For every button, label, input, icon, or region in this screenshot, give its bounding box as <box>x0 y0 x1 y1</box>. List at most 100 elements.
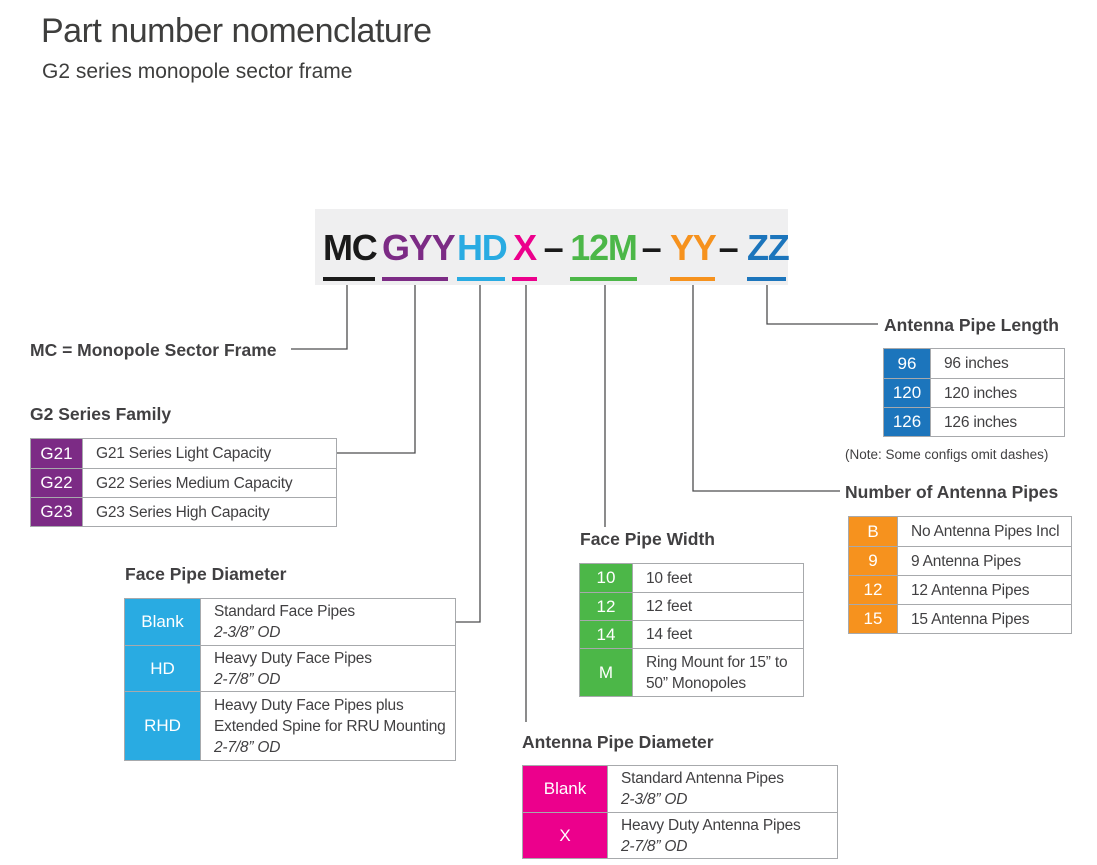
hd-connector <box>456 276 481 623</box>
table-row: Blank Standard Face Pipes 2-3/8” OD <box>125 599 455 645</box>
table-row: 12 12 feet <box>580 592 803 620</box>
antenna-pipes-count-title: Number of Antenna Pipes <box>845 482 1059 502</box>
value-cell: 15 Antenna Pipes <box>898 605 1071 633</box>
mc-meaning-label: MC = Monopole Sector Frame <box>30 340 277 360</box>
key-cell: G21 <box>31 439 83 468</box>
gyy-connector <box>337 276 416 454</box>
value-cell: 10 feet <box>633 564 803 592</box>
value-text: 12 feet <box>646 598 693 615</box>
value-cell: 96 inches <box>931 349 1064 378</box>
part-segment-mc: MC <box>323 220 378 281</box>
mc-connector <box>291 276 348 350</box>
g2-family-table: G21 G21 Series Light Capacity G22 G22 Se… <box>30 438 337 527</box>
antenna-pipe-length-table: 96 96 inches 120 120 inches 126 126 inch… <box>883 348 1065 437</box>
value-cell: G23 Series High Capacity <box>83 498 336 526</box>
part-segment-text: 12M <box>570 220 638 281</box>
part-segment-text: HD <box>457 220 508 281</box>
value-text: 96 inches <box>944 355 1009 372</box>
table-row: 15 15 Antenna Pipes <box>849 604 1071 633</box>
key-cell: X <box>523 813 608 858</box>
table-row: 120 120 inches <box>884 378 1064 407</box>
value-cell: Ring Mount for 15” to 50” Monopoles <box>633 649 803 696</box>
face-pipe-diameter-title: Face Pipe Diameter <box>125 564 287 584</box>
value-cell: Heavy Duty Face Pipes plus Extended Spin… <box>201 692 455 760</box>
key-cell: HD <box>125 646 201 691</box>
part-segment-text: X <box>512 220 537 281</box>
value-text: Standard Face Pipes <box>214 603 355 620</box>
table-row: 9 9 Antenna Pipes <box>849 546 1071 575</box>
part-segment-dash: – <box>641 220 662 281</box>
value-cell: Standard Face Pipes 2-3/8” OD <box>201 599 455 645</box>
table-row: HD Heavy Duty Face Pipes 2-7/8” OD <box>125 645 455 691</box>
part-segment-text: – <box>641 227 662 268</box>
part-segment-dash: – <box>718 220 739 281</box>
value-text: Ring Mount for 15” to 50” Monopoles <box>646 653 788 692</box>
value-text: Standard Antenna Pipes <box>621 770 784 787</box>
key-cell: Blank <box>125 599 201 645</box>
value-cell: 12 feet <box>633 593 803 620</box>
value-subtext: 2-7/8” OD <box>214 670 281 688</box>
part-segment-gyy: GYY <box>382 220 456 281</box>
part-segment-12m: 12M <box>570 220 638 281</box>
table-row: G21 G21 Series Light Capacity <box>31 439 336 468</box>
part-segment-text: MC <box>323 220 378 281</box>
antenna-pipe-length-title: Antenna Pipe Length <box>884 315 1059 335</box>
value-text: G22 Series Medium Capacity <box>96 474 293 492</box>
part-segment-zz: ZZ <box>747 220 790 281</box>
table-row: M Ring Mount for 15” to 50” Monopoles <box>580 648 803 696</box>
value-text: 126 inches <box>944 413 1017 431</box>
value-text: 12 Antenna Pipes <box>911 581 1030 599</box>
key-cell: 9 <box>849 547 898 575</box>
key-cell: 12 <box>580 593 633 620</box>
part-segment-hd: HD <box>457 220 508 281</box>
value-cell: 126 inches <box>931 408 1064 436</box>
part-segment-yy: YY <box>670 220 717 281</box>
page-subtitle: G2 series monopole sector frame <box>42 60 353 83</box>
table-row: X Heavy Duty Antenna Pipes 2-7/8” OD <box>523 812 837 858</box>
g2-family-title: G2 Series Family <box>30 404 172 424</box>
key-cell: G23 <box>31 498 83 526</box>
key-cell: RHD <box>125 692 201 760</box>
face-pipe-width-table: 10 10 feet 12 12 feet 14 14 feet M Ring … <box>579 563 804 697</box>
value-text: 10 feet <box>646 569 693 587</box>
antenna-pipe-diameter-table: Blank Standard Antenna Pipes 2-3/8” OD X… <box>522 765 838 859</box>
part-segment-text: GYY <box>382 220 456 281</box>
table-row: RHD Heavy Duty Face Pipes plus Extended … <box>125 691 455 760</box>
value-cell: 14 feet <box>633 621 803 648</box>
table-row: 10 10 feet <box>580 564 803 592</box>
part-segment-dash: – <box>543 220 564 281</box>
key-cell: 10 <box>580 564 633 592</box>
face-pipe-width-title: Face Pipe Width <box>580 529 716 549</box>
table-row: 12 12 Antenna Pipes <box>849 575 1071 604</box>
value-text: No Antenna Pipes Incl <box>911 523 1060 540</box>
value-text: 14 feet <box>646 626 693 643</box>
part-segment-text: ZZ <box>747 220 790 281</box>
part-segment-text: – <box>718 227 739 268</box>
table-row: G23 G23 Series High Capacity <box>31 497 336 526</box>
value-cell: Standard Antenna Pipes 2-3/8” OD <box>608 766 837 812</box>
value-text: G23 Series High Capacity <box>96 503 270 521</box>
table-row: 96 96 inches <box>884 349 1064 378</box>
value-subtext: 2-3/8” OD <box>621 791 688 808</box>
part-segment-text: YY <box>670 220 717 281</box>
value-cell: G21 Series Light Capacity <box>83 439 336 468</box>
part-segment-x: X <box>512 220 537 281</box>
value-cell: 9 Antenna Pipes <box>898 547 1071 575</box>
value-subtext: 2-7/8” OD <box>621 837 688 855</box>
value-cell: G22 Series Medium Capacity <box>83 469 336 497</box>
value-text: 15 Antenna Pipes <box>911 610 1030 628</box>
page-title: Part number nomenclature <box>41 12 432 50</box>
value-text: 9 Antenna Pipes <box>911 552 1021 570</box>
value-text: Heavy Duty Face Pipes <box>214 649 372 667</box>
antenna-pipes-count-table: B No Antenna Pipes Incl 9 9 Antenna Pipe… <box>848 516 1072 634</box>
value-cell: Heavy Duty Antenna Pipes 2-7/8” OD <box>608 813 837 858</box>
face-pipe-diameter-table: Blank Standard Face Pipes 2-3/8” OD HD H… <box>124 598 456 761</box>
table-row: G22 G22 Series Medium Capacity <box>31 468 336 497</box>
key-cell: 120 <box>884 379 931 407</box>
key-cell: G22 <box>31 469 83 497</box>
antenna-pipe-diameter-title: Antenna Pipe Diameter <box>522 732 714 752</box>
value-cell: Heavy Duty Face Pipes 2-7/8” OD <box>201 646 455 691</box>
key-cell: M <box>580 649 633 696</box>
part-segment-text: – <box>543 227 564 268</box>
